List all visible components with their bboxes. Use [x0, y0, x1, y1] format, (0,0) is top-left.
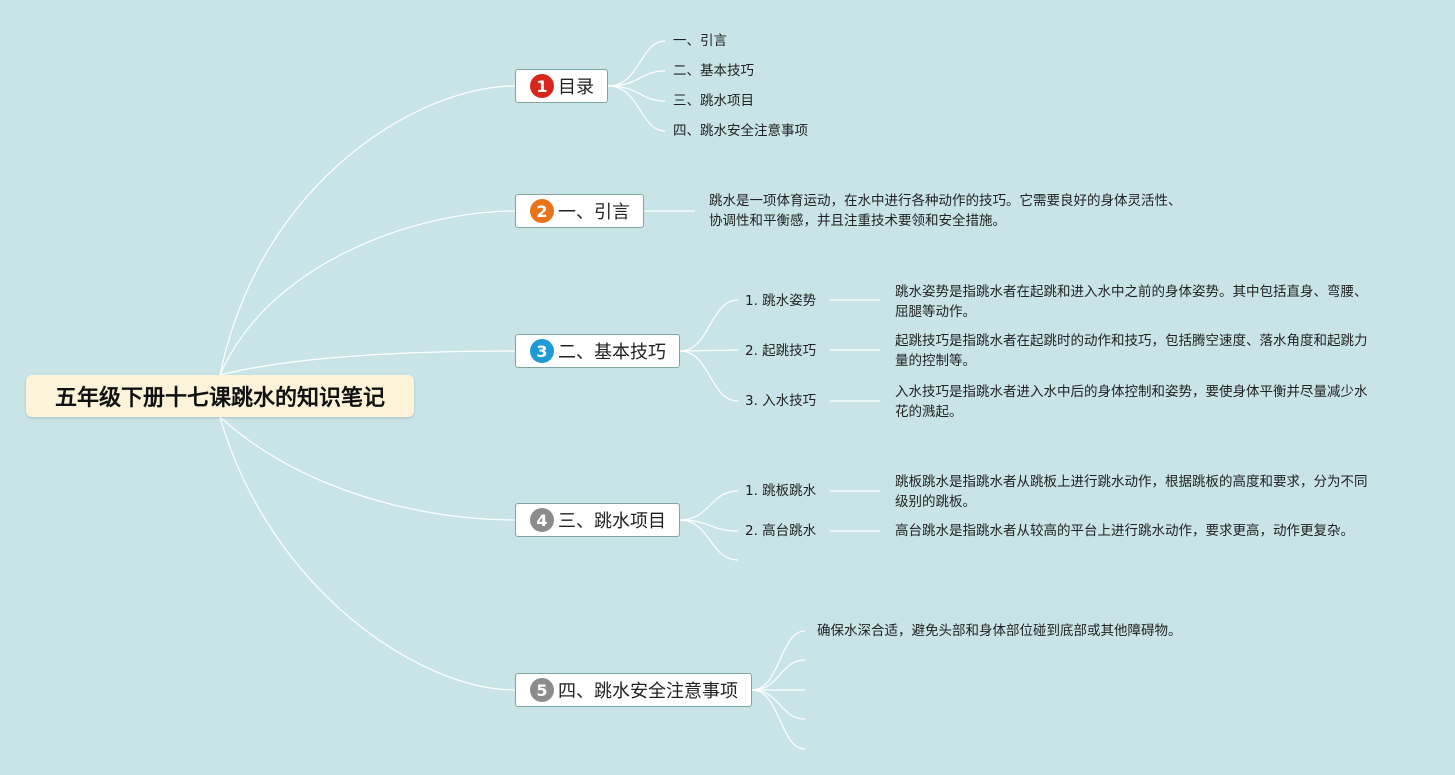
event-description[interactable]: 高台跳水是指跳水者从较高的平台上进行跳水动作，要求更高，动作更复杂。: [895, 521, 1435, 541]
event-item[interactable]: 2. 高台跳水: [745, 523, 817, 539]
branch-intro[interactable]: 2 一、引言: [515, 194, 644, 228]
desc-line: 屈腿等动作。: [895, 304, 976, 320]
branch-label: 一、引言: [558, 202, 630, 223]
desc-line: 花的溅起。: [895, 404, 963, 420]
toc-item[interactable]: 四、跳水安全注意事项: [673, 123, 808, 139]
desc-line: 级别的跳板。: [895, 494, 976, 510]
toc-item[interactable]: 二、基本技巧: [673, 63, 754, 79]
event-item[interactable]: 1. 跳板跳水: [745, 483, 817, 499]
desc-line: 跳水姿势是指跳水者在起跳和进入水中之前的身体姿势。其中包括直身、弯腰、: [895, 284, 1368, 300]
branch-label: 二、基本技巧: [558, 342, 666, 363]
badge-1-icon: 1: [530, 74, 554, 98]
event-description[interactable]: 跳板跳水是指跳水者从跳板上进行跳水动作，根据跳板的高度和要求，分为不同 级别的跳…: [895, 472, 1435, 512]
safety-item[interactable]: 确保水深合适，避免头部和身体部位碰到底部或其他障碍物。: [817, 623, 1182, 639]
skill-description[interactable]: 入水技巧是指跳水者进入水中后的身体控制和姿势，要使身体平衡并尽量减少水 花的溅起…: [895, 382, 1435, 422]
desc-line: 高台跳水是指跳水者从较高的平台上进行跳水动作，要求更高，动作更复杂。: [895, 523, 1354, 539]
root-topic[interactable]: 五年级下册十七课跳水的知识笔记: [26, 375, 414, 417]
desc-line: 量的控制等。: [895, 353, 976, 369]
skill-description[interactable]: 跳水姿势是指跳水者在起跳和进入水中之前的身体姿势。其中包括直身、弯腰、 屈腿等动…: [895, 282, 1435, 322]
desc-line: 跳板跳水是指跳水者从跳板上进行跳水动作，根据跳板的高度和要求，分为不同: [895, 474, 1368, 490]
branch-label: 目录: [558, 77, 594, 98]
branch-toc[interactable]: 1 目录: [515, 69, 608, 103]
skill-item[interactable]: 2. 起跳技巧: [745, 343, 817, 359]
desc-line: 起跳技巧是指跳水者在起跳时的动作和技巧，包括腾空速度、落水角度和起跳力: [895, 333, 1368, 349]
branch-basic-skills[interactable]: 3 二、基本技巧: [515, 334, 680, 368]
desc-line: 入水技巧是指跳水者进入水中后的身体控制和姿势，要使身体平衡并尽量减少水: [895, 384, 1368, 400]
badge-4-icon: 4: [530, 508, 554, 532]
intro-text-line: 协调性和平衡感，并且注重技术要领和安全措施。: [709, 213, 1006, 229]
skill-description[interactable]: 起跳技巧是指跳水者在起跳时的动作和技巧，包括腾空速度、落水角度和起跳力 量的控制…: [895, 331, 1435, 371]
badge-3-icon: 3: [530, 339, 554, 363]
skill-item[interactable]: 3. 入水技巧: [745, 393, 817, 409]
branch-label: 四、跳水安全注意事项: [558, 681, 738, 702]
intro-description[interactable]: 跳水是一项体育运动，在水中进行各种动作的技巧。它需要良好的身体灵活性、 协调性和…: [709, 191, 1229, 231]
root-title: 五年级下册十七课跳水的知识笔记: [54, 386, 385, 411]
branch-label: 三、跳水项目: [558, 511, 666, 532]
branch-events[interactable]: 4 三、跳水项目: [515, 503, 680, 537]
toc-item[interactable]: 一、引言: [673, 33, 727, 49]
skill-item[interactable]: 1. 跳水姿势: [745, 293, 817, 309]
badge-2-icon: 2: [530, 199, 554, 223]
toc-item[interactable]: 三、跳水项目: [673, 93, 754, 109]
badge-5-icon: 5: [530, 678, 554, 702]
branch-safety[interactable]: 5 四、跳水安全注意事项: [515, 673, 752, 707]
intro-text-line: 跳水是一项体育运动，在水中进行各种动作的技巧。它需要良好的身体灵活性、: [709, 193, 1182, 209]
